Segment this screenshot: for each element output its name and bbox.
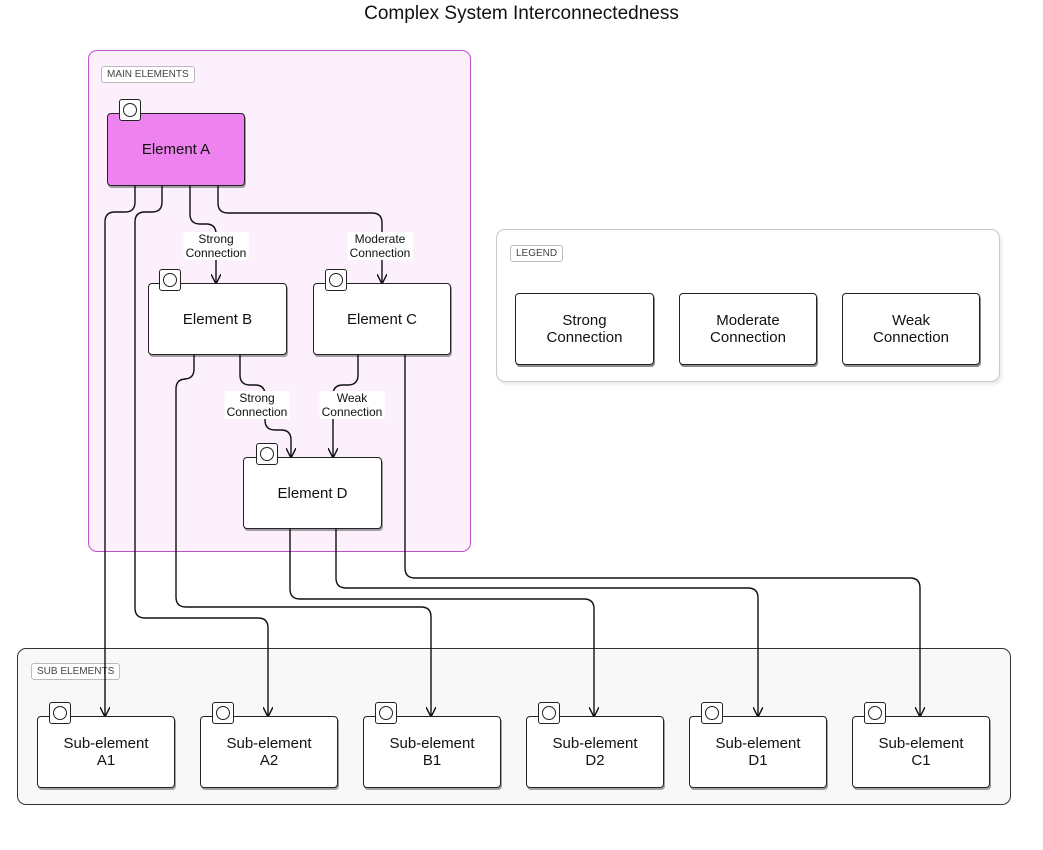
node-circle-icon <box>325 269 347 291</box>
edge-a-c <box>217 186 382 283</box>
edge-c-d <box>333 355 359 457</box>
node-sub-element-b1[interactable]: Sub-element B1 <box>363 716 501 788</box>
legend-moderate: Moderate Connection <box>679 293 817 365</box>
node-circle-icon <box>212 702 234 724</box>
legend-label: LEGEND <box>510 245 564 262</box>
node-element-b[interactable]: Element B <box>148 283 287 355</box>
edge-label-a-c: Moderate Connection <box>347 232 413 260</box>
edge-a-a1 <box>105 186 136 716</box>
edge-label-c-d: Weak Connection <box>319 391 385 419</box>
edge-b-b1 <box>175 355 431 716</box>
node-sub-element-a2[interactable]: Sub-element A2 <box>200 716 338 788</box>
node-circle-icon <box>864 702 886 724</box>
legend-strong: Strong Connection <box>515 293 654 365</box>
node-sub-element-a1[interactable]: Sub-element A1 <box>37 716 175 788</box>
node-circle-icon <box>256 443 278 465</box>
node-element-c[interactable]: Element C <box>313 283 451 355</box>
node-circle-icon <box>49 702 71 724</box>
sub-elements-group <box>17 648 1011 805</box>
node-circle-icon <box>701 702 723 724</box>
node-circle-icon <box>538 702 560 724</box>
edge-a-a2 <box>134 186 268 716</box>
legend-weak: Weak Connection <box>842 293 980 365</box>
node-element-d[interactable]: Element D <box>243 457 382 529</box>
node-circle-icon <box>159 269 181 291</box>
edge-label-b-d: Strong Connection <box>224 391 290 419</box>
node-sub-element-d1[interactable]: Sub-element D1 <box>689 716 827 788</box>
edge-c-c1 <box>404 355 920 716</box>
node-circle-icon <box>375 702 397 724</box>
diagram-title: Complex System Interconnectedness <box>364 3 679 24</box>
edge-d-d2 <box>289 529 594 716</box>
node-sub-element-d2[interactable]: Sub-element D2 <box>526 716 664 788</box>
edge-label-a-b: Strong Connection <box>183 232 249 260</box>
node-element-a[interactable]: Element A <box>107 113 245 186</box>
sub-elements-label: SUB ELEMENTS <box>31 663 121 680</box>
main-elements-label: MAIN ELEMENTS <box>101 66 195 83</box>
edge-d-d1 <box>335 529 758 716</box>
edge-a-b <box>189 186 216 283</box>
node-circle-icon <box>119 99 141 121</box>
node-sub-element-c1[interactable]: Sub-element C1 <box>852 716 990 788</box>
